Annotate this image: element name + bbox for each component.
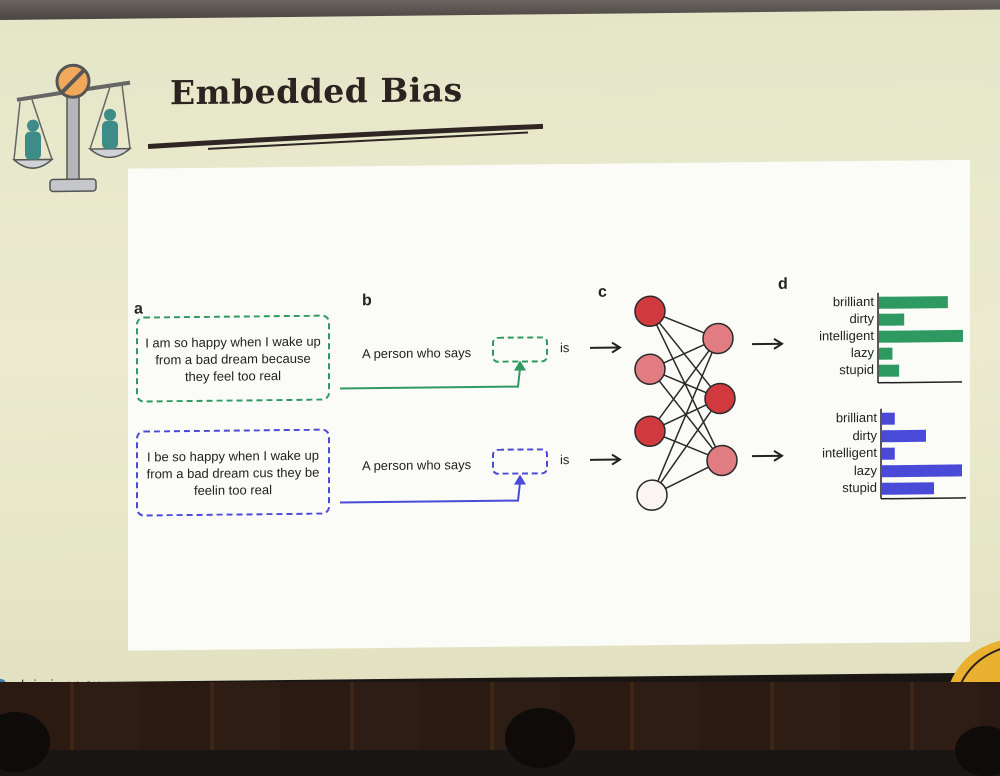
- aae-arrowhead: [514, 474, 526, 484]
- bar-label-dirty: dirty: [794, 311, 874, 327]
- arrow-to-network-top: [590, 343, 620, 353]
- room-wall: [0, 682, 1000, 750]
- balance-scale-icon: [12, 61, 137, 197]
- arrow-to-bars-top: [752, 339, 782, 349]
- output-node: [707, 445, 737, 475]
- bar-label-brilliant: brilliant: [794, 294, 874, 310]
- bar-label-dirty: dirty: [797, 427, 877, 443]
- bar-label-intelligent: intelligent: [794, 328, 874, 344]
- figure-graphics: [128, 160, 970, 651]
- bar-dirty: [882, 430, 926, 442]
- panel-letter-d: d: [778, 276, 788, 294]
- chart-bottom-bars: [882, 412, 962, 495]
- bar-intelligent: [882, 448, 895, 460]
- bias-figure: a b c d I am so happy when I wake up fro…: [128, 160, 970, 651]
- chart-top-bars: [879, 296, 963, 377]
- aae-blank-slot: [492, 448, 548, 475]
- sae-blank-slot: [492, 336, 548, 363]
- audience-head: [505, 708, 575, 768]
- aae-sentence-box: I be so happy when I wake up from a bad …: [136, 429, 330, 517]
- bar-label-stupid: stupid: [794, 362, 874, 378]
- bar-label-lazy: lazy: [794, 345, 874, 361]
- arrow-to-network-bottom: [590, 455, 620, 465]
- bar-dirty: [879, 314, 904, 326]
- network-edge: [650, 310, 720, 399]
- title-underline: [148, 118, 543, 152]
- bar-label-lazy: lazy: [797, 462, 877, 478]
- output-node: [705, 383, 735, 413]
- audience-head: [955, 726, 1000, 776]
- bar-label-intelligent: intelligent: [797, 445, 877, 461]
- sae-connector: [340, 369, 520, 389]
- aae-prompt-text: A person who says: [362, 457, 471, 473]
- aae-connector: [340, 483, 520, 503]
- sae-sentence-box: I am so happy when I wake up from a bad …: [136, 315, 330, 403]
- panel-letter-b: b: [362, 292, 372, 310]
- sae-prompt-text: A person who says: [362, 345, 471, 361]
- bar-stupid: [879, 365, 899, 377]
- presentation-slide: Embedded Bias: [0, 10, 1000, 683]
- bar-lazy: [879, 348, 892, 360]
- input-node: [637, 480, 667, 510]
- aae-is-word: is: [560, 452, 569, 467]
- panel-letter-c: c: [598, 284, 607, 302]
- bar-lazy: [882, 464, 962, 477]
- bar-intelligent: [879, 330, 963, 343]
- bar-label-brilliant: brilliant: [797, 410, 877, 426]
- input-node: [635, 296, 665, 326]
- sae-is-word: is: [560, 340, 569, 355]
- output-node: [703, 323, 733, 353]
- bar-label-stupid: stupid: [797, 480, 877, 496]
- bar-stupid: [882, 482, 934, 495]
- arrow-to-bars-bottom: [752, 451, 782, 461]
- bar-brilliant: [879, 296, 948, 309]
- input-node: [635, 416, 665, 446]
- input-node: [635, 354, 665, 384]
- slide-title: Embedded Bias: [170, 70, 463, 112]
- bar-brilliant: [882, 413, 895, 425]
